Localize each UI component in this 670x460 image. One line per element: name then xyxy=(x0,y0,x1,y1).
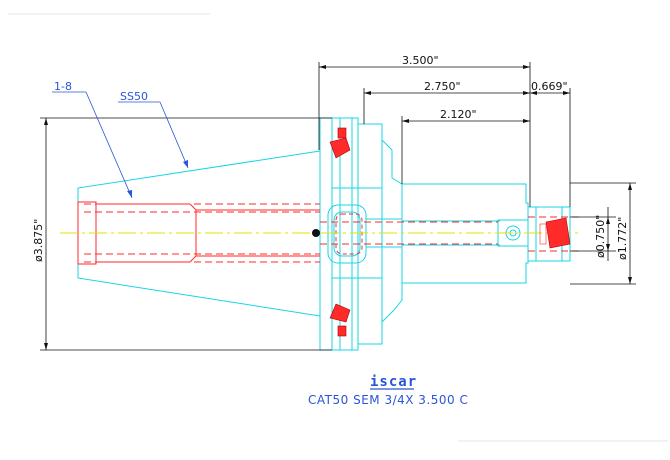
flange xyxy=(319,117,383,351)
callout-arrows xyxy=(127,160,188,198)
dim-overall-length: 3.500" xyxy=(402,54,439,67)
dim-nose-diameter: ø1.772" xyxy=(616,217,629,260)
holder-body xyxy=(366,139,571,323)
callout-leaders xyxy=(52,91,189,199)
center-point xyxy=(312,229,320,237)
dim-tip-length: 0.669" xyxy=(531,80,568,93)
retention-screw-top xyxy=(329,127,351,159)
callout-ss50: SS50 xyxy=(120,90,148,103)
dim-length-3: 2.120" xyxy=(440,108,477,121)
callout-1-8: 1-8 xyxy=(54,80,72,93)
dim-length-2: 2.750" xyxy=(424,80,461,93)
frame-lines xyxy=(8,13,668,442)
dimension-arrows xyxy=(44,65,632,350)
retention-screw-bottom xyxy=(329,303,351,337)
iscar-logo: iscar xyxy=(370,374,417,390)
dim-flange-diameter: ø3.875" xyxy=(32,219,45,262)
tool-caption: CAT50 SEM 3/4X 3.500 C xyxy=(308,393,468,407)
dim-bore-diameter: ø0.750" xyxy=(594,215,607,258)
cutting-insert xyxy=(539,217,571,249)
